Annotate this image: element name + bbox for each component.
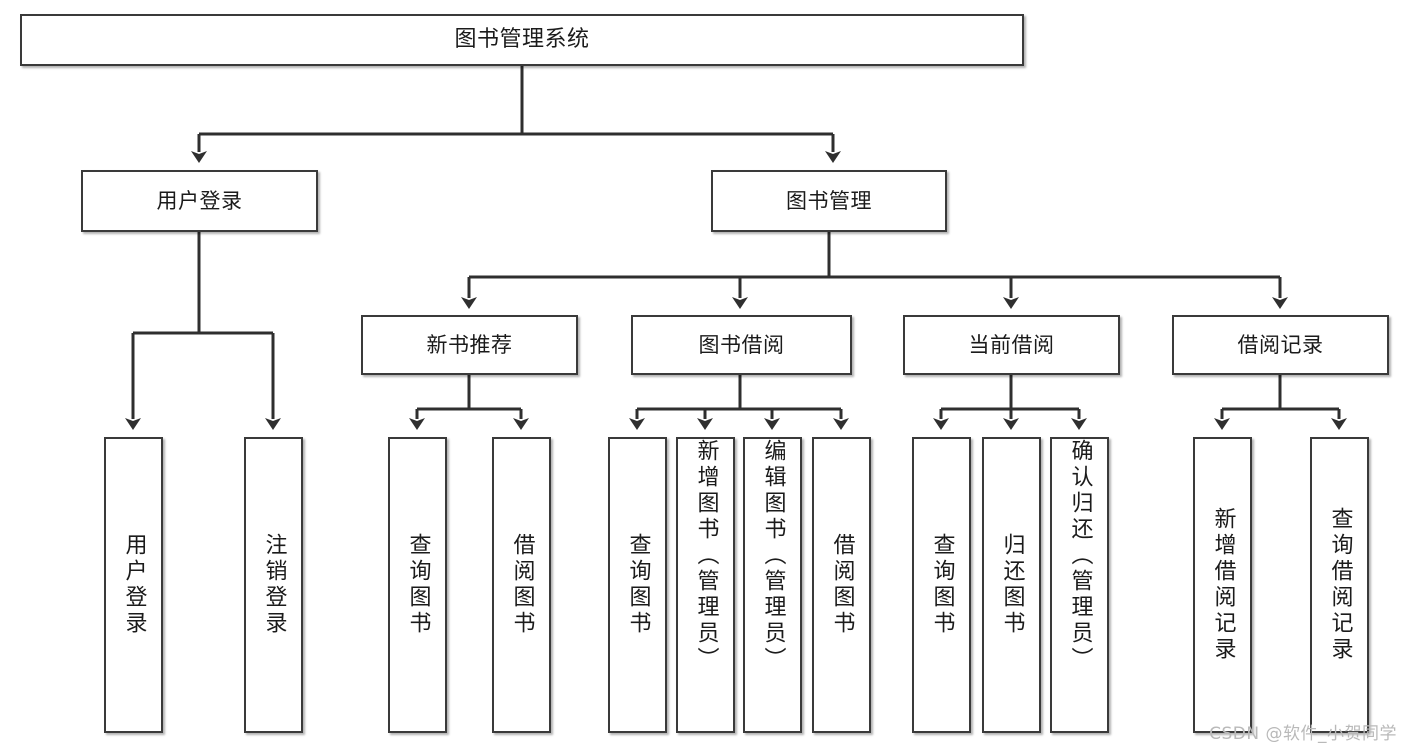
node-book-borrowing[interactable]: 图书借阅: [631, 315, 852, 375]
node-leaf-borrow-book[interactable]: 借阅图书: [812, 437, 871, 733]
node-leaf-borrow-book-rec[interactable]: 借阅图书: [492, 437, 551, 733]
node-root-book-management-system[interactable]: 图书管理系统: [20, 14, 1024, 66]
node-label: 查询图书: [929, 533, 955, 637]
node-label: 注销登录: [261, 533, 287, 637]
node-leaf-query-book-borrow[interactable]: 查询图书: [608, 437, 667, 733]
node-label: 新增借阅记录: [1210, 507, 1236, 663]
node-leaf-query-book-current[interactable]: 查询图书: [912, 437, 971, 733]
node-label: 新书推荐: [426, 332, 513, 357]
node-label: 查询图书: [625, 533, 651, 637]
node-label: 查询借阅记录: [1327, 507, 1353, 663]
node-leaf-logout[interactable]: 注销登录: [244, 437, 303, 733]
node-leaf-add-borrow-record[interactable]: 新增借阅记录: [1193, 437, 1252, 733]
node-label: 确认归还（管理员）: [1067, 439, 1093, 673]
node-leaf-user-login[interactable]: 用户登录: [104, 437, 163, 733]
node-label: 新增图书（管理员）: [693, 439, 719, 673]
node-current-borrowing[interactable]: 当前借阅: [903, 315, 1120, 375]
node-label: 归还图书: [999, 533, 1025, 637]
node-book-management[interactable]: 图书管理: [711, 170, 947, 232]
node-leaf-return-book[interactable]: 归还图书: [982, 437, 1041, 733]
node-leaf-add-book-admin[interactable]: 新增图书（管理员）: [676, 437, 735, 733]
node-leaf-query-borrow-record[interactable]: 查询借阅记录: [1310, 437, 1369, 733]
node-label: 图书借阅: [698, 332, 785, 357]
csdn-watermark: CSDN @软件_小贺同学: [1209, 724, 1397, 744]
node-borrowing-records[interactable]: 借阅记录: [1172, 315, 1389, 375]
node-label: 当前借阅: [968, 332, 1055, 357]
node-leaf-edit-book-admin[interactable]: 编辑图书（管理员）: [743, 437, 802, 733]
node-label: 用户登录: [121, 533, 147, 637]
node-user-login[interactable]: 用户登录: [81, 170, 318, 232]
node-label: 借阅记录: [1237, 332, 1324, 357]
node-label: 用户登录: [156, 188, 243, 213]
node-new-book-recommendation[interactable]: 新书推荐: [361, 315, 578, 375]
node-label: 借阅图书: [829, 533, 855, 637]
node-leaf-query-book-rec[interactable]: 查询图书: [388, 437, 447, 733]
node-label: 图书管理: [786, 188, 872, 213]
node-label: 借阅图书: [509, 533, 535, 637]
node-leaf-confirm-return-admin[interactable]: 确认归还（管理员）: [1050, 437, 1109, 733]
node-label: 编辑图书（管理员）: [760, 439, 786, 673]
node-label: 图书管理系统: [454, 27, 590, 53]
node-label: 查询图书: [405, 533, 431, 637]
